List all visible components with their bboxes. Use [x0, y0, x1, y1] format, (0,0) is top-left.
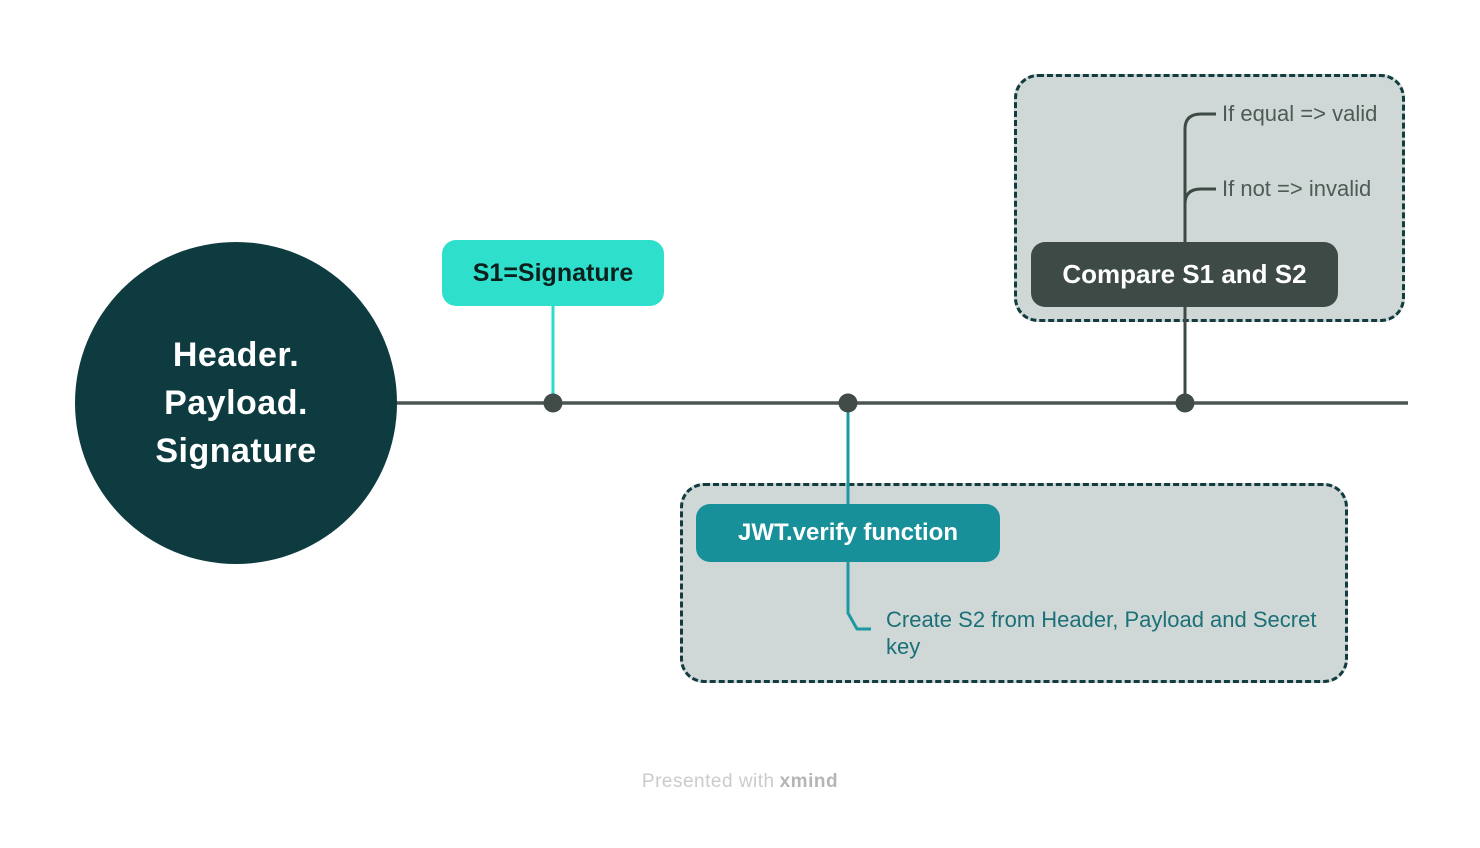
watermark-prefix: Presented with — [641, 771, 775, 792]
branch-valid-topic[interactable]: If equal => valid — [1222, 101, 1377, 127]
create-s2-label: Create S2 from Header, Payload and Secre… — [886, 607, 1317, 659]
branch-invalid-topic[interactable]: If not => invalid — [1222, 176, 1371, 202]
timeline-dot-s1 — [543, 393, 563, 413]
compare-topic-label: Compare S1 and S2 — [1062, 259, 1307, 289]
s1-signature-topic[interactable]: S1=Signature — [442, 240, 664, 306]
compare-topic[interactable]: Compare S1 and S2 — [1031, 242, 1338, 307]
jwt-verify-label: JWT.verify function — [737, 519, 959, 546]
root-topic-line: Header. — [172, 336, 300, 374]
jwt-verify-topic[interactable]: JWT.verify function — [696, 504, 1000, 562]
root-topic-line: Signature — [155, 432, 317, 470]
s1-signature-label: S1=Signature — [472, 258, 634, 287]
branch-valid-label: If equal => valid — [1222, 101, 1378, 126]
timeline-dot-jwt — [838, 393, 858, 413]
root-topic[interactable]: Header. Payload. Signature — [75, 242, 397, 564]
timeline-dot-compare — [1175, 393, 1195, 413]
branch-invalid-label: If not => invalid — [1222, 176, 1372, 201]
create-s2-subtopic[interactable]: Create S2 from Header, Payload and Secre… — [886, 606, 1331, 660]
watermark-brand: xmind — [779, 771, 839, 792]
root-topic-line: Payload. — [164, 384, 308, 422]
